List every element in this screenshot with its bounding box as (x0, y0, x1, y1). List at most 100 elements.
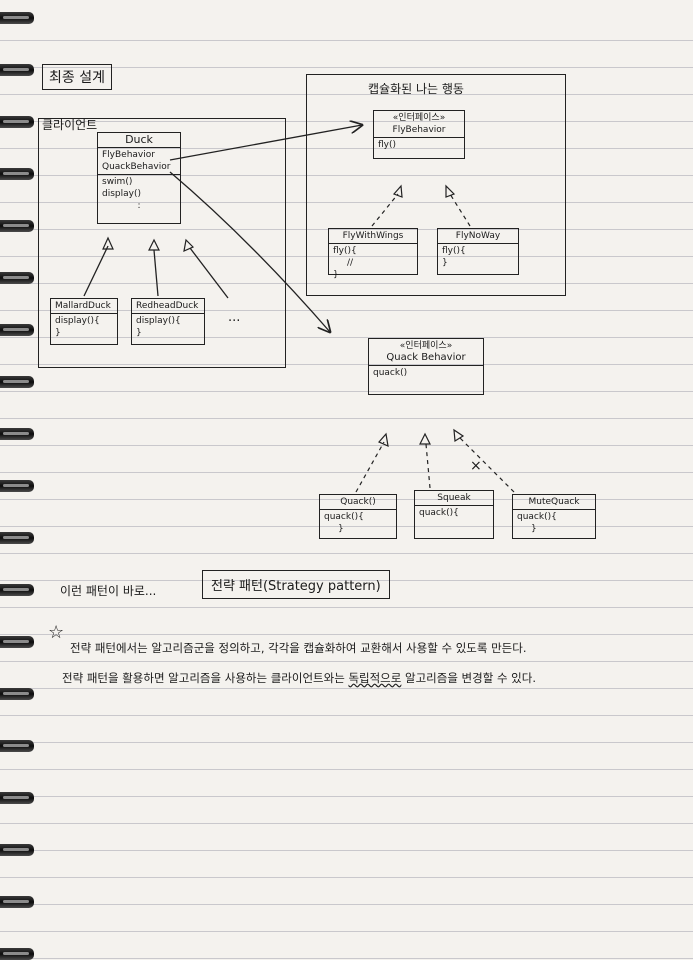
star-icon: ☆ (48, 622, 65, 643)
binder-ring (0, 948, 34, 960)
binder-ring (0, 740, 34, 752)
binder-ring (0, 220, 34, 232)
quack-interface-method: quack() (373, 368, 408, 378)
binder-ring (0, 844, 34, 856)
note-line-2-emphasis: 독립적으로 (348, 671, 402, 685)
binder-ring (0, 168, 34, 180)
duck-class-name: Duck (98, 133, 180, 148)
redhead-duck-methods: display(){ } (132, 314, 204, 344)
fly-with-wings-name: FlyWithWings (329, 229, 417, 244)
spiral-binding (0, 0, 40, 960)
page-title: 최종 설계 (42, 64, 112, 90)
quack-interface-name: Quack Behavior (386, 352, 466, 363)
quack-association-arrow (169, 171, 330, 332)
note-line-1: 전략 패턴에서는 알고리즘군을 정의하고, 각각을 캡슐화하여 교환해서 사용할… (70, 641, 527, 655)
binder-ring (0, 792, 34, 804)
mute-quack-quack: quack(){ (517, 512, 557, 522)
fly-interface-method: fly() (378, 140, 397, 150)
x-mark: × (470, 458, 482, 474)
fly-with-wings-body: // (347, 258, 354, 268)
fly-no-way-realization (449, 193, 471, 227)
duck-method-more: : (137, 201, 141, 211)
mute-quack-class: MuteQuack quack(){ } (512, 494, 596, 539)
duck-method-display: display() (102, 189, 141, 199)
binder-ring (0, 12, 34, 24)
quack-class-quack: quack(){ (324, 512, 364, 522)
quack-behavior-interface: «인터페이스» Quack Behavior quack() (368, 338, 484, 395)
mallard-inheritance-line (83, 245, 109, 297)
encapsulated-region (306, 74, 566, 296)
fly-with-wings-methods: fly(){ // } (329, 244, 417, 280)
client-region (38, 118, 286, 368)
redhead-end: } (136, 328, 142, 338)
redhead-duck-class: RedheadDuck display(){ } (131, 298, 205, 345)
mallard-duck-name: MallardDuck (51, 299, 117, 314)
duck-class: Duck FlyBehavior QuackBehavior swim() di… (97, 132, 181, 224)
squeak-class-quack: quack(){ (419, 508, 459, 518)
fly-interface-stereotype: «인터페이스» (392, 113, 446, 123)
fly-interface-header: «인터페이스» FlyBehavior (374, 111, 464, 138)
fly-no-way-methods: fly(){ } (438, 244, 518, 274)
fly-no-way-class: FlyNoWay fly(){ } (437, 228, 519, 275)
pattern-intro: 이런 패턴이 바로... (60, 584, 157, 598)
encapsulated-label: 캡슐화된 나는 행동 (368, 82, 464, 96)
mute-quack-end: } (531, 524, 537, 534)
binder-ring (0, 324, 34, 336)
client-label: 클라이언트 (42, 118, 98, 132)
mallard-duck-class: MallardDuck display(){ } (50, 298, 118, 345)
more-inheritance-line (189, 247, 229, 299)
squeak-realization (425, 443, 431, 489)
pattern-name: 전략 패턴(Strategy pattern) (211, 579, 381, 594)
fly-with-wings-fly: fly(){ (333, 246, 357, 256)
redhead-inheritance-line (153, 249, 159, 297)
binder-ring (0, 584, 34, 596)
mallard-inheritance-head (102, 236, 114, 250)
fly-no-way-realization-head (445, 184, 456, 198)
mute-quack-name: MuteQuack (513, 495, 595, 510)
binder-ring (0, 376, 34, 388)
page-title-text: 최종 설계 (49, 70, 105, 86)
redhead-inheritance-head (148, 238, 160, 251)
fly-no-way-end: } (442, 258, 448, 268)
redhead-duck-name: RedheadDuck (132, 299, 204, 314)
binder-ring (0, 428, 34, 440)
binder-ring (0, 636, 34, 648)
quack-class-end: } (338, 524, 344, 534)
fly-with-wings-realization (371, 193, 399, 227)
quack-class-methods: quack(){ } (320, 510, 396, 538)
note-line-2-part-a: 전략 패턴을 활용하면 알고리즘을 사용하는 클라이언트와는 (62, 671, 345, 685)
fly-no-way-name: FlyNoWay (438, 229, 518, 244)
duck-method-swim: swim() (102, 177, 133, 187)
more-inheritance-head (183, 238, 195, 253)
fly-with-wings-realization-head (392, 184, 403, 198)
quack-interface-stereotype: «인터페이스» (399, 341, 453, 351)
note-line-2-part-c: 알고리즘을 변경할 수 있다. (405, 671, 537, 685)
duck-fields: FlyBehavior QuackBehavior (98, 148, 180, 175)
duck-field-quack: QuackBehavior (102, 162, 171, 172)
duck-field-fly: FlyBehavior (102, 150, 155, 160)
squeak-class: Squeak quack(){ (414, 490, 494, 539)
mallard-display: display(){ (55, 316, 100, 326)
squeak-class-methods: quack(){ (415, 506, 493, 538)
binder-ring (0, 64, 34, 76)
binder-ring (0, 480, 34, 492)
quack-interface-header: «인터페이스» Quack Behavior (369, 339, 483, 366)
mute-quack-realization (459, 437, 515, 493)
duck-methods: swim() display() : (98, 175, 180, 223)
binder-ring (0, 272, 34, 284)
quack-realization-head (378, 432, 389, 448)
redhead-display: display(){ (136, 316, 181, 326)
fly-no-way-fly: fly(){ (442, 246, 466, 256)
binder-ring (0, 896, 34, 908)
fly-interface-name: FlyBehavior (392, 125, 446, 135)
fly-association-arrow (169, 125, 362, 161)
squeak-class-name: Squeak (415, 491, 493, 506)
quack-class: Quack() quack(){ } (319, 494, 397, 539)
quack-class-name: Quack() (320, 495, 396, 510)
note-line-2: 전략 패턴을 활용하면 알고리즘을 사용하는 클라이언트와는 독립적으로 알고리… (62, 670, 536, 686)
mute-quack-realization-head (453, 428, 465, 443)
mute-quack-methods: quack(){ } (513, 510, 595, 538)
